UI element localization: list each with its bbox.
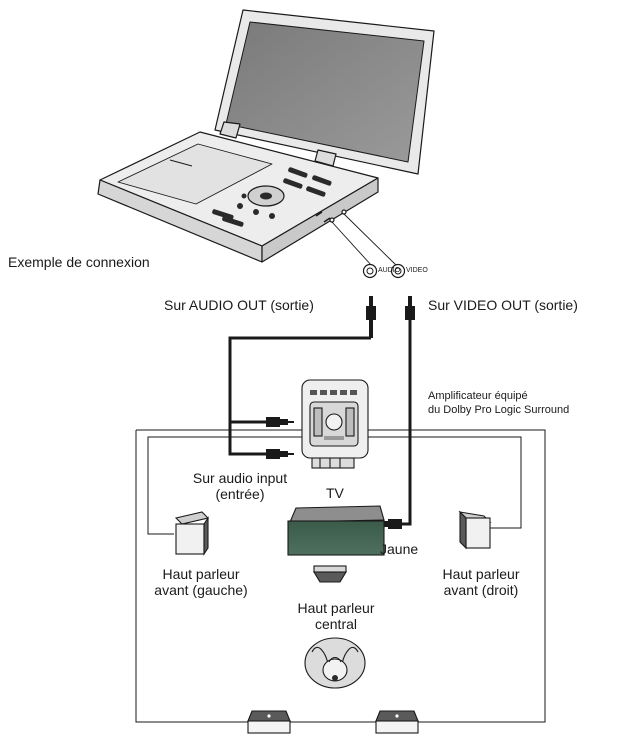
video-jack-icon	[390, 263, 406, 279]
hinge-left-icon	[219, 121, 241, 139]
audio-input-label-line1: Sur audio input	[192, 470, 288, 486]
front-right-speaker-label: Haut parleur avant (droit)	[414, 566, 548, 598]
front-left-speaker-label: Haut parleur avant (gauche)	[134, 566, 268, 598]
example-caption: Exemple de connexion	[8, 254, 150, 270]
center-speaker-label-line1: Haut parleur	[297, 600, 375, 616]
jaune-label: Jaune	[380, 541, 419, 557]
audio-cable	[228, 296, 376, 456]
audio-out-label: Sur AUDIO OUT (sortie)	[164, 297, 314, 313]
center-speaker-icon	[313, 565, 347, 583]
amplifier	[301, 379, 369, 469]
video-cable	[402, 296, 415, 526]
front-right-speaker-label-line2: avant (droit)	[443, 582, 519, 599]
rear-left-speaker-icon	[247, 710, 291, 734]
audio-plugs-at-amplifier	[266, 417, 294, 459]
front-left-speaker-label-line1: Haut parleur	[162, 566, 240, 582]
front-right-speaker-icon	[458, 510, 492, 550]
audio-input-label-line2: (entrée)	[215, 486, 265, 503]
portable-dvd-player	[97, 9, 435, 263]
audio-input-label: Sur audio input (entrée)	[170, 470, 310, 502]
audio-jack-icon	[362, 263, 378, 279]
amplifier-label: Amplificateur équipé du Dolby Pro Logic …	[428, 389, 569, 418]
video-jack-label: VIDEO	[406, 267, 428, 274]
center-speaker-label: Haut parleur central	[276, 600, 396, 632]
jack-leader-lines	[331, 213, 398, 267]
amplifier-label-line2: du Dolby Pro Logic Surround	[428, 404, 570, 417]
video-plug-at-tv	[382, 519, 402, 529]
speaker-wiring	[135, 429, 546, 723]
tv-set	[287, 505, 385, 556]
volume-knob-icon	[325, 413, 343, 431]
audio-jack-label: AUDIO	[378, 267, 401, 274]
control-buttons	[212, 167, 332, 227]
video-out-label: Sur VIDEO OUT (sortie)	[428, 297, 578, 313]
front-left-speaker-label-line2: avant (gauche)	[154, 582, 248, 599]
front-left-speaker-icon	[174, 511, 210, 556]
rear-right-speaker-icon	[375, 710, 419, 734]
tv-label: TV	[326, 485, 344, 501]
center-speaker-label-line2: central	[314, 616, 358, 633]
player-screen	[225, 21, 425, 163]
amplifier-label-line1: Amplificateur équipé	[428, 390, 528, 402]
disc-compartment	[117, 143, 273, 205]
front-right-speaker-label-line1: Haut parleur	[442, 566, 520, 582]
listener-icon	[304, 637, 366, 689]
